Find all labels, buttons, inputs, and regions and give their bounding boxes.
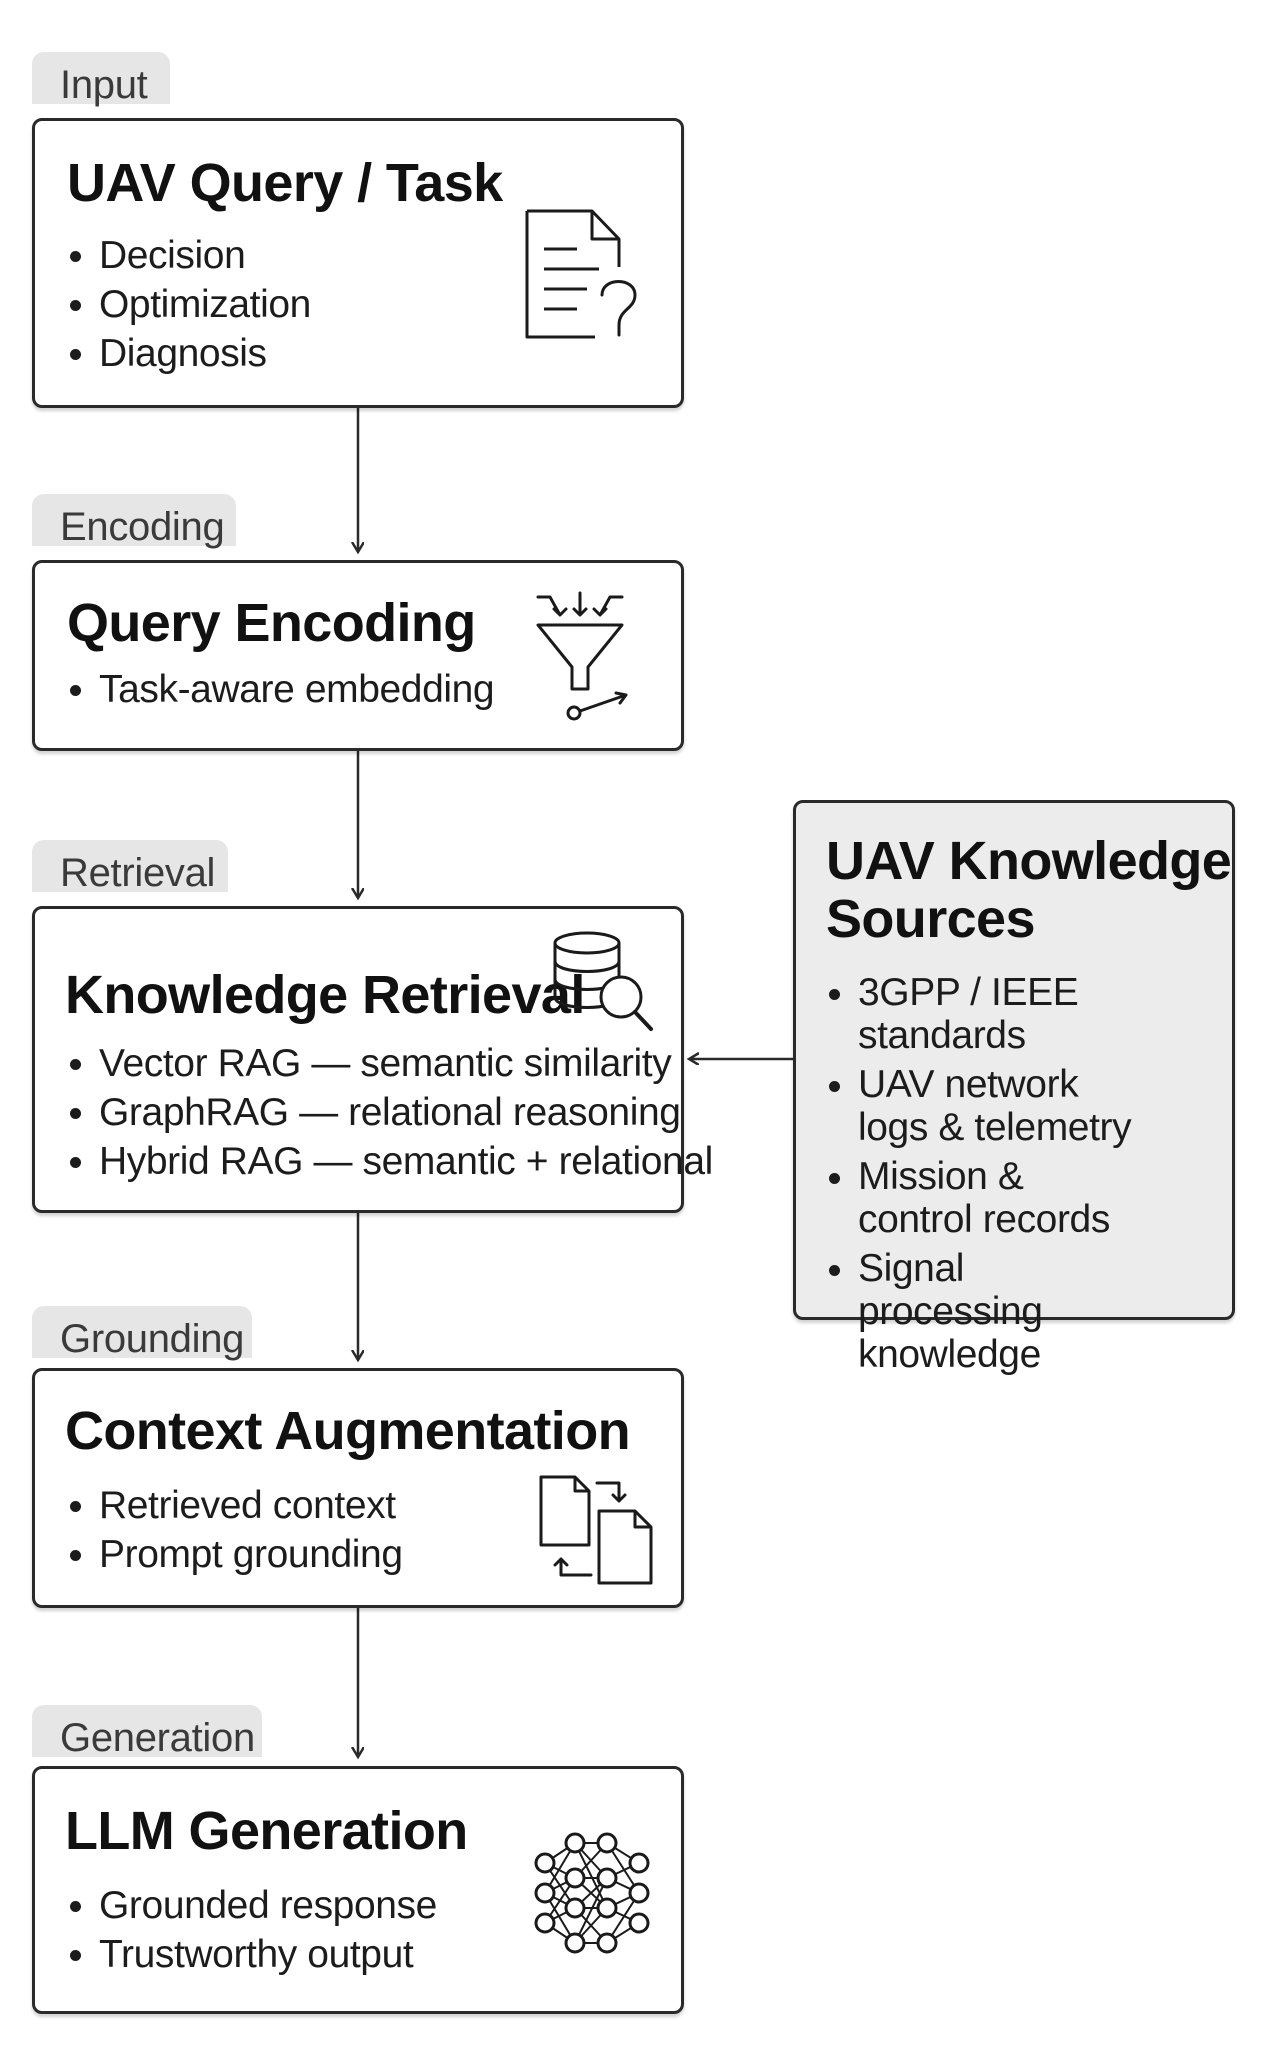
bullet-item: Retrieved context: [67, 1481, 403, 1530]
stage-bullets: Retrieved context Prompt grounding: [67, 1481, 403, 1579]
bullet-item: Hybrid RAG — semantic + relational: [67, 1137, 713, 1186]
stage-title: Context Augmentation: [65, 1401, 631, 1461]
stage-bullets: Decision Optimization Diagnosis: [67, 231, 311, 378]
sources-title-line1: UAV Knowledge: [826, 831, 1232, 891]
bullet-item: Diagnosis: [67, 329, 311, 378]
stage-box-encoding: Query Encoding Task-aware embedding: [32, 560, 684, 751]
sources-title-line2: Sources: [826, 889, 1036, 949]
bullet-item: Prompt grounding: [67, 1530, 403, 1579]
bullet-item: 3GPP / IEEE standards: [826, 971, 1226, 1057]
documents-swap-icon: [539, 1475, 653, 1585]
stage-bullets: Grounded response Trustworthy output: [67, 1881, 437, 1979]
bullet-item: UAV network logs & telemetry: [826, 1063, 1138, 1149]
stage-tab-grounding: Grounding: [32, 1306, 252, 1360]
sources-bullets: 3GPP / IEEE standards UAV network logs &…: [826, 971, 1226, 1382]
bullet-item: Optimization: [67, 280, 311, 329]
neural-network-icon: [534, 1832, 650, 1954]
bullet-item: Trustworthy output: [67, 1930, 437, 1979]
stage-title: LLM Generation: [65, 1801, 468, 1861]
stage-bullets: Task-aware embedding: [67, 665, 495, 714]
funnel-icon: [536, 591, 628, 721]
stage-tab-encoding: Encoding: [32, 494, 236, 548]
stage-tab-input: Input: [32, 52, 170, 106]
stage-title: Query Encoding: [67, 593, 476, 653]
bullet-item: Signal processing knowledge: [826, 1247, 1158, 1376]
bullet-item: Decision: [67, 231, 311, 280]
bullet-item: Vector RAG — semantic similarity: [67, 1039, 713, 1088]
bullet-item: Grounded response: [67, 1881, 437, 1930]
knowledge-sources-box: UAV Knowledge Sources 3GPP / IEEE standa…: [793, 800, 1235, 1376]
database-search-icon: [553, 931, 653, 1031]
stage-bullets: Vector RAG — semantic similarity GraphRA…: [67, 1039, 713, 1186]
stage-tab-generation: Generation: [32, 1705, 262, 1759]
stage-tab-retrieval: Retrieval: [32, 840, 228, 894]
stage-box-generation: LLM Generation Grounded response Trustwo…: [32, 1766, 684, 2014]
stage-box-input: UAV Query / Task Decision Optimization D…: [32, 118, 684, 408]
stage-box-retrieval: Knowledge Retrieval Vector RAG — semanti…: [32, 906, 713, 1213]
stage-title: UAV Query / Task: [67, 153, 503, 213]
stage-box-grounding: Context Augmentation Retrieved context P…: [32, 1368, 684, 1608]
bullet-item: Mission & control records: [826, 1155, 1138, 1241]
document-question-icon: [525, 209, 637, 339]
bullet-item: Task-aware embedding: [67, 665, 495, 714]
bullet-item: GraphRAG — relational reasoning: [67, 1088, 713, 1137]
stage-title: Knowledge Retrieval: [65, 965, 585, 1025]
